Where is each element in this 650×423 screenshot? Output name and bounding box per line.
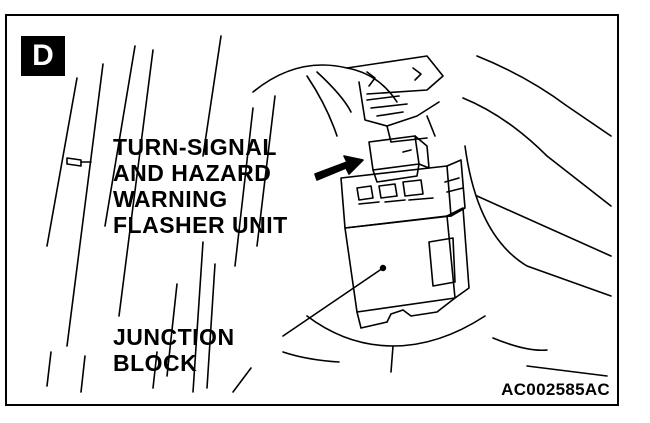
junction-leader-line	[282, 267, 384, 337]
line-drawing	[46, 35, 612, 393]
junction-label-line: BLOCK	[113, 350, 198, 376]
right-trim-lines	[232, 55, 612, 393]
flasher-unit-label: TURN-SIGNAL AND HAZARD WARNING FLASHER U…	[113, 134, 288, 238]
junction-label-line: JUNCTION	[113, 324, 235, 350]
figure-reference-code: AC002585AC	[501, 380, 610, 399]
flasher-pointer-arrow	[314, 155, 364, 181]
diagram-frame: D TURN-SIGNAL AND HAZARD WARNING FLASHER…	[5, 14, 619, 406]
flasher-label-line: FLASHER UNIT	[113, 212, 288, 238]
trim-clip	[66, 157, 92, 167]
junction-block	[344, 207, 470, 329]
dashboard-trim-lines	[46, 35, 276, 393]
junction-block-label: JUNCTION BLOCK	[113, 324, 235, 376]
upper-bracket	[252, 55, 444, 143]
flasher-label-line: WARNING	[113, 186, 228, 212]
fuse-relay-row	[340, 159, 466, 229]
flasher-label-line: AND HAZARD	[113, 160, 272, 186]
flasher-unit	[368, 135, 430, 183]
panel-letter-badge: D	[21, 36, 65, 76]
flasher-label-line: TURN-SIGNAL	[113, 134, 277, 160]
